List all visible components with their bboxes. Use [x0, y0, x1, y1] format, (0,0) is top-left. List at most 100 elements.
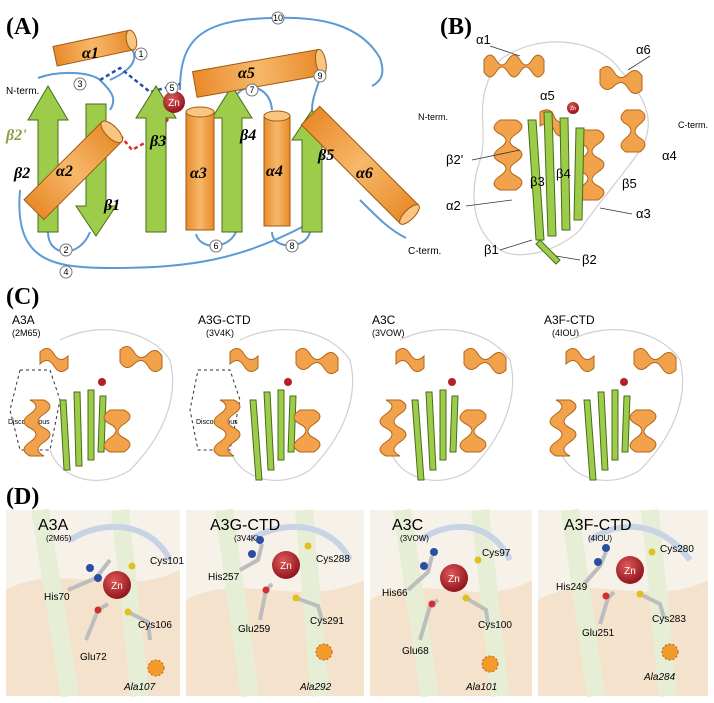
d-site-3: A3C (3VOW) Zn Cys97 His66 Cys100 Glu68 A… — [370, 508, 532, 698]
b-strand-beta3 — [543, 111, 557, 237]
c-pdb-2: (3V4K) — [206, 328, 234, 338]
d-zn-4: Zn — [624, 566, 636, 577]
d-zn-1: Zn — [111, 581, 123, 592]
panel-b-zinc-label: Zn — [570, 106, 576, 112]
d-ala-4: Ala284 — [643, 672, 676, 683]
d-site-2: A3G-CTD (3V4K) Zn Cys288 His257 Cys291 G… — [186, 508, 364, 698]
label-alpha1: α1 — [82, 45, 99, 62]
c-name-1: A3A — [12, 313, 35, 327]
label-beta1: β1 — [103, 197, 120, 214]
panel-a-labels: α1 α2 α3 α4 α5 α6 β1 β2 β2' β3 β4 β5 — [5, 45, 373, 214]
d-site-4: A3F-CTD (4IOU) Zn Cys280 His249 Cys283 G… — [538, 508, 708, 698]
loop-num-4: 4 — [63, 267, 68, 277]
b-helix-alpha1 — [483, 54, 545, 78]
panel-c-label: (C) — [6, 284, 39, 310]
d-pdb-1: (2M65) — [46, 534, 72, 543]
loop-num-10: 10 — [273, 13, 283, 23]
d-his-2: His257 — [208, 572, 240, 583]
c-name-2: A3G-CTD — [198, 313, 251, 327]
helix-alpha6 — [300, 105, 420, 225]
panel-b-loop-trace — [473, 41, 649, 256]
panel-a-loop-numbers: 1 2 3 4 5 6 7 8 9 10 — [59, 11, 327, 279]
panel-a-helices — [23, 29, 420, 231]
c-pdb-4: (4IOU) — [552, 328, 579, 338]
label-beta5: β5 — [317, 147, 334, 164]
panel-a-zinc-label: Zn — [168, 98, 180, 109]
panel-b-label: (B) — [440, 14, 472, 40]
b-label-alpha6: α6 — [636, 42, 651, 57]
d-glu-1: Glu72 — [80, 652, 107, 663]
panel-a: (A) — [5, 11, 441, 279]
label-alpha5: α5 — [238, 65, 255, 82]
b-label-beta4: β4 — [556, 166, 571, 181]
panel-c-structures: A3A (2M65) Discontinious A3G-CTD (3V4K) … — [8, 313, 684, 481]
panel-a-label: (A) — [6, 14, 39, 40]
c-pdb-3: (3VOW) — [372, 328, 405, 338]
b-label-beta1: β1 — [484, 242, 499, 257]
b-label-beta3: β3 — [530, 174, 545, 189]
d-glu-4: Glu251 — [582, 628, 615, 639]
c-cartoon-2 — [213, 348, 339, 481]
panel-b-nterm: N-term. — [418, 112, 448, 122]
d-his-3: His66 — [382, 588, 408, 599]
loop-10 — [179, 16, 384, 91]
b-strand-beta4 — [559, 117, 571, 231]
label-beta3: β3 — [149, 133, 166, 150]
panel-d: (D) A3A (2M65) Zn Cys101 His70 Cys106 Gl… — [6, 484, 708, 698]
b-label-beta5: β5 — [622, 176, 637, 191]
helix-alpha5 — [191, 48, 327, 98]
d-name-4: A3F-CTD — [564, 517, 632, 534]
d-ala-1: Ala107 — [123, 682, 156, 693]
loop-num-3: 3 — [77, 79, 82, 89]
panel-c-cartoons — [23, 346, 677, 481]
b-label-beta2: β2 — [582, 252, 597, 267]
d-pdb-4: (4IOU) — [588, 534, 612, 543]
loop-num-2: 2 — [63, 245, 68, 255]
c-structure-3: A3C (3VOW) — [372, 313, 514, 481]
c-name-4: A3F-CTD — [544, 313, 595, 327]
helix-alpha2 — [23, 120, 123, 221]
d-name-1: A3A — [38, 517, 69, 534]
d-zn-2: Zn — [280, 561, 292, 572]
panel-b-strands — [527, 111, 585, 265]
b-label-alpha1: α1 — [476, 32, 491, 47]
b-helix-alpha4 — [620, 109, 646, 153]
b-strand-beta2 — [535, 239, 561, 265]
panel-a-nterm: N-term. — [6, 86, 39, 97]
panel-b-cterm: C-term. — [678, 120, 708, 130]
label-beta2: β2 — [13, 165, 30, 182]
helix-alpha4 — [263, 110, 291, 227]
helix-alpha3 — [185, 106, 215, 231]
d-cys-a-2: Cys288 — [316, 554, 350, 565]
c-cartoon-3 — [379, 348, 507, 481]
panel-b-labels: α1 α5 α6 β2' β3 β4 β5 α4 α2 α3 β1 β2 — [446, 32, 677, 267]
d-his-1: His70 — [44, 592, 70, 603]
d-name-3: A3C — [392, 517, 423, 534]
d-cys-a-3: Cys97 — [482, 548, 511, 559]
b-label-alpha3: α3 — [636, 206, 651, 221]
panel-d-label: (D) — [6, 484, 39, 510]
b-helix-alpha6 — [599, 66, 643, 94]
label-beta2-prime: β2' — [5, 127, 27, 144]
loop-cterm — [359, 199, 407, 239]
panel-b-leader-lines — [465, 45, 651, 261]
d-cys-a-4: Cys280 — [660, 544, 694, 555]
d-his-4: His249 — [556, 582, 588, 593]
b-label-alpha5: α5 — [540, 88, 555, 103]
d-cys-b-2: Cys291 — [310, 616, 344, 627]
strand-beta4 — [211, 85, 253, 233]
label-alpha3: α3 — [190, 165, 207, 182]
c-pdb-1: (2M65) — [12, 328, 41, 338]
label-alpha6: α6 — [356, 165, 373, 182]
c-cartoon-4 — [549, 348, 677, 481]
b-label-alpha4: α4 — [662, 148, 677, 163]
loop-num-9: 9 — [317, 71, 322, 81]
dashed-blue-linker — [99, 66, 181, 94]
d-name-2: A3G-CTD — [210, 517, 280, 534]
panel-a-zinc — [163, 91, 185, 113]
d-glu-2: Glu259 — [238, 624, 271, 635]
panel-b-zinc — [567, 102, 579, 114]
d-zn-3: Zn — [448, 574, 460, 585]
d-glu-3: Glu68 — [402, 646, 429, 657]
